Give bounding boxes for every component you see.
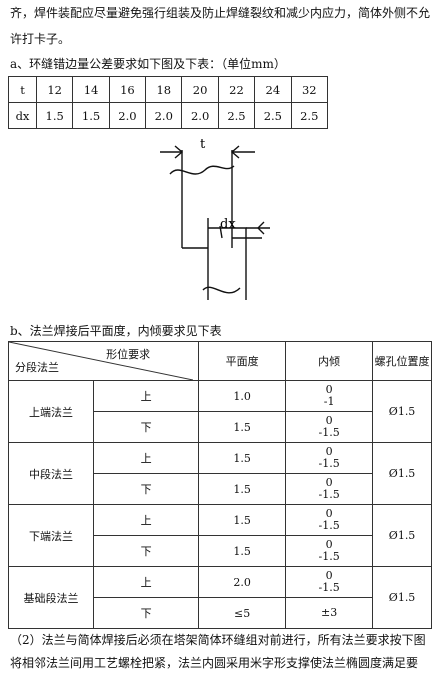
hole-cell: Ø1.5 xyxy=(372,566,432,629)
table1-dx-cell: 1.5 xyxy=(35,102,74,129)
table1-t-cell: 16 xyxy=(108,76,147,103)
table1-dx-cell: 2.0 xyxy=(181,102,219,129)
tilt-cell: 0-1.5 xyxy=(285,411,374,443)
flatness-cell: ≤5 xyxy=(198,597,287,629)
col-hole-header: 螺孔位置度 xyxy=(372,341,432,381)
position-cell: 上 xyxy=(92,442,200,474)
text-line-4: b、法兰焊接后平面度，内倾要求见下表 xyxy=(10,324,222,338)
table1-t-cell: 32 xyxy=(290,76,329,103)
diagonal-header-cell: 形位要求 分段法兰 xyxy=(7,341,200,381)
position-cell: 下 xyxy=(92,411,200,443)
tilt-cell: 0-1.5 xyxy=(285,566,374,598)
tilt-cell: 0-1.5 xyxy=(285,504,374,536)
table1-t-cell: 24 xyxy=(254,76,292,103)
col-tilt-header: 内倾 xyxy=(285,341,374,381)
flatness-cell: 1.0 xyxy=(198,380,287,412)
flatness-cell: 1.5 xyxy=(198,411,287,443)
flatness-cell: 2.0 xyxy=(198,566,287,598)
hole-cell: Ø1.5 xyxy=(372,380,432,443)
table2-row: 中段法兰 上 1.5 0-1.5 Ø1.5 xyxy=(8,442,432,505)
group-name: 上端法兰 xyxy=(8,380,94,443)
group-name: 下端法兰 xyxy=(8,504,94,567)
diag-top-label: 形位要求 xyxy=(106,348,151,361)
table1-t-cell: 18 xyxy=(145,76,183,103)
group-name: 基础段法兰 xyxy=(8,566,94,629)
tilt-cell: 0-1.5 xyxy=(285,535,374,567)
col-flatness-header: 平面度 xyxy=(198,341,287,381)
text-line-1: 齐，焊件装配应尽量避免强行组装及防止焊缝裂纹和减少内应力，简体外侧不允 xyxy=(10,6,431,20)
table2-row: 基础段法兰 上 2.0 0-1.5 Ø1.5 xyxy=(8,566,432,629)
position-cell: 上 xyxy=(92,380,200,412)
flatness-cell: 1.5 xyxy=(198,504,287,536)
diagram-t-label: t xyxy=(200,137,206,152)
table1-dx-cell: 1.5 xyxy=(72,102,110,129)
text-line-3: a、环缝错边量公差要求如下图及下表：（单位mm） xyxy=(10,57,286,71)
table1-dx-cell: 2.0 xyxy=(108,102,147,129)
flange-tolerance-table: 形位要求 分段法兰 平面度 内倾 螺孔位置度 上端法兰 上 1.0 0-1 Ø1… xyxy=(7,341,432,629)
diag-bottom-label: 分段法兰 xyxy=(15,361,59,374)
flatness-cell: 1.5 xyxy=(198,473,287,505)
table1-t-cell: 22 xyxy=(217,76,256,103)
hole-cell: Ø1.5 xyxy=(372,504,432,567)
text-line-5: （2）法兰与简体焊接后必须在塔架简体环缝组对前进行，所有法兰要求按下图 xyxy=(10,633,426,647)
table1-dx-row: dx 1.5 1.5 2.0 2.0 2.0 2.5 2.5 2.5 xyxy=(8,102,329,129)
table2-row: 下端法兰 上 1.5 0-1.5 Ø1.5 xyxy=(8,504,432,567)
position-cell: 下 xyxy=(92,473,200,505)
position-cell: 上 xyxy=(92,566,200,598)
table2-row: 下 ≤5 ±3 xyxy=(9,597,432,629)
table2-row: 下 1.5 0-1.5 xyxy=(9,535,432,567)
table1-t-cell: 20 xyxy=(181,76,219,103)
table1-dx-cell: 2.5 xyxy=(254,102,292,129)
table1-t-row: t 12 14 16 18 20 22 24 32 xyxy=(8,76,329,103)
diagram-dx-label: dx xyxy=(220,217,236,232)
table1-dx-cell: 2.5 xyxy=(217,102,256,129)
table2-header-row: 形位要求 分段法兰 平面度 内倾 螺孔位置度 xyxy=(7,341,432,381)
table1-t-cell: 12 xyxy=(35,76,74,103)
tilt-cell: 0-1.5 xyxy=(285,442,374,474)
position-cell: 上 xyxy=(92,504,200,536)
table1-dx-cell: 2.0 xyxy=(145,102,183,129)
tilt-cell: ±3 xyxy=(285,597,374,629)
group-name: 中段法兰 xyxy=(8,442,94,505)
tilt-cell: 0-1 xyxy=(285,380,374,412)
position-cell: 下 xyxy=(92,597,200,629)
tilt-cell: 0-1.5 xyxy=(285,473,374,505)
table1-t-label: t xyxy=(8,76,37,103)
table1-dx-label: dx xyxy=(8,102,37,129)
text-line-2: 许打卡子。 xyxy=(10,32,71,46)
misalignment-table: t 12 14 16 18 20 22 24 32 dx 1.5 1.5 2.0… xyxy=(8,76,329,129)
weld-misalignment-diagram: t dx xyxy=(160,137,270,300)
text-line-6: 将相邻法兰间用工艺螺栓把紧，法兰内圆采用米字形支撑使法兰椭圆度满足要 xyxy=(10,656,419,670)
table2-row: 下 1.5 0-1.5 xyxy=(9,473,432,505)
table1-dx-cell: 2.5 xyxy=(290,102,329,129)
hole-cell: Ø1.5 xyxy=(372,442,432,505)
flatness-cell: 1.5 xyxy=(198,535,287,567)
table2-row: 上端法兰 上 1.0 0-1 Ø1.5 xyxy=(8,380,432,443)
table1-t-cell: 14 xyxy=(72,76,110,103)
flatness-cell: 1.5 xyxy=(198,442,287,474)
position-cell: 下 xyxy=(92,535,200,567)
